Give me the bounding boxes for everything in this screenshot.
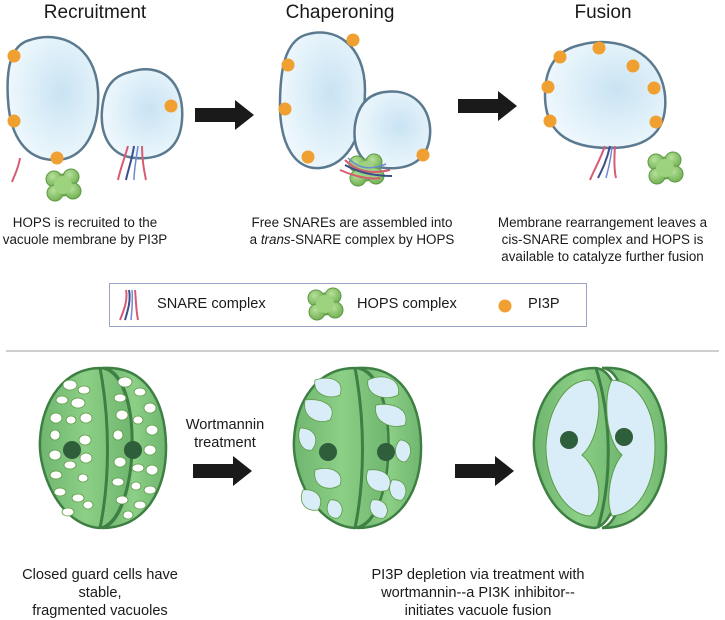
vacuole-right: [353, 90, 432, 170]
legend-snare: SNARE complex: [157, 296, 266, 312]
guard-cells-fused: [532, 366, 668, 530]
caption-fusion: Membrane rearrangement leaves a cis-SNAR…: [497, 215, 708, 264]
pi3p-dot: [543, 114, 557, 128]
section-divider: [6, 350, 719, 352]
pi3p-dot: [541, 80, 555, 94]
nucleus: [63, 441, 81, 459]
guard-cells-closed: [38, 366, 168, 530]
chaperoning-illustration: [278, 31, 432, 187]
stage-title-chaperoning: Chaperoning: [285, 2, 395, 23]
pi3p-dot: [626, 59, 640, 73]
nucleus: [615, 428, 633, 446]
caption-pi3p-depletion: PI3P depletion via treatment with wortma…: [371, 567, 585, 619]
pi3p-dot: [50, 151, 64, 165]
recruitment-illustration: [6, 35, 184, 202]
pi3p-dot: [164, 99, 178, 113]
vacuole-right: [100, 68, 184, 160]
arrow-recruitment-to-chaperoning: [195, 100, 254, 130]
vacuole-left: [6, 35, 100, 162]
legend-hops: HOPS complex: [357, 296, 457, 312]
arrow-wortmannin: [193, 456, 252, 486]
treatment-label: Wortmannin treatment: [185, 417, 265, 451]
caption-chaperoning: Free SNAREs are assembled into a trans-S…: [249, 215, 455, 247]
caption-recruitment: HOPS is recruited to the vacuole membran…: [2, 215, 168, 247]
arrow-to-fused: [455, 456, 514, 486]
pi3p-dot: [346, 33, 360, 47]
arrow-chaperoning-to-fusion: [458, 91, 517, 121]
pi3p-dot: [649, 115, 663, 129]
pi3p-dot: [301, 150, 315, 164]
guard-cells-treated: [292, 366, 423, 530]
nucleus: [319, 443, 337, 461]
nucleus: [560, 431, 578, 449]
pi3p-dot: [592, 41, 606, 55]
pi3p-dot: [7, 49, 21, 63]
pi3p-dot: [278, 102, 292, 116]
nucleus: [124, 441, 142, 459]
stage-title-fusion: Fusion: [574, 2, 632, 23]
pi3p-dot: [553, 50, 567, 64]
nucleus: [377, 443, 395, 461]
pi3p-dot: [7, 114, 21, 128]
vacuole-left: [278, 31, 367, 170]
pi3p-dot: [416, 148, 430, 162]
legend-pi3p: PI3P: [528, 296, 560, 312]
stage-title-recruitment: Recruitment: [43, 2, 147, 23]
fusion-illustration: [541, 40, 684, 185]
pi3p-dot: [647, 81, 661, 95]
pi3p-dot: [281, 58, 295, 72]
caption-closed-guard-cells: Closed guard cells have stable, fragment…: [22, 567, 178, 619]
